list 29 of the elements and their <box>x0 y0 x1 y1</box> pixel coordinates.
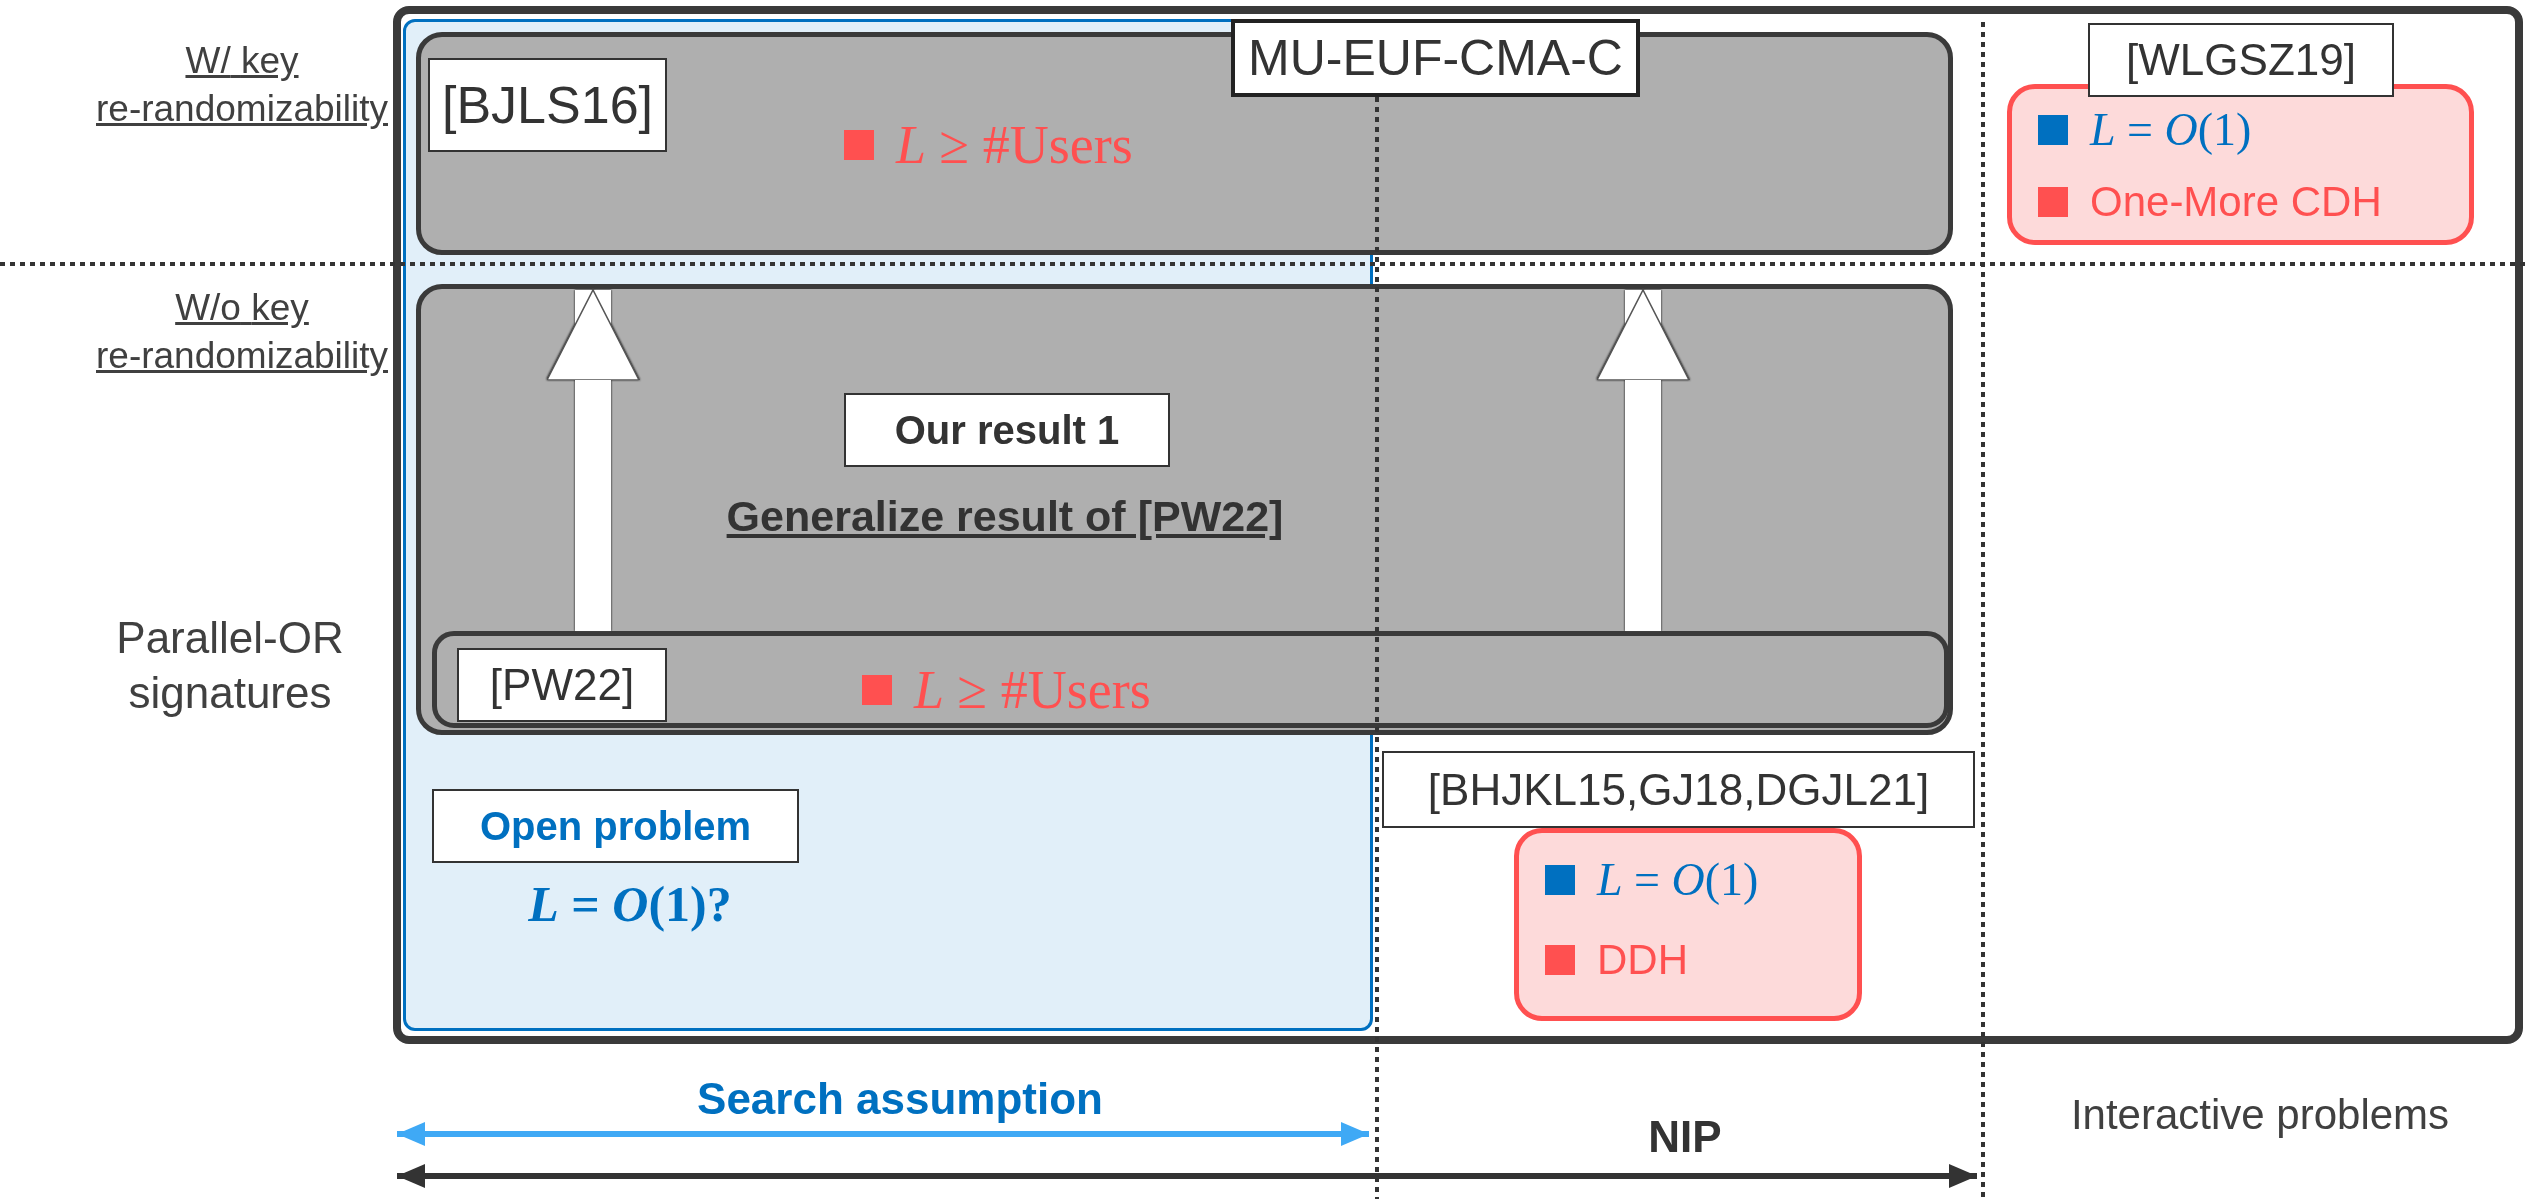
result-box <box>844 393 1170 467</box>
citation-label: [BJLS16] <box>428 58 667 152</box>
formula: L = O(1) <box>2090 107 2252 153</box>
group-box <box>432 631 1949 728</box>
citation-label: [BHJKL15,GJ18,DGJL21] <box>1382 751 1975 828</box>
citation-label: [WLGSZ19] <box>2088 23 2394 97</box>
assumption-text: DDH <box>1597 939 1688 981</box>
outer-frame <box>393 6 2523 1044</box>
axis-label: Interactive problems <box>2069 1089 2451 1140</box>
axis-label: Parallel-OR signatures <box>115 612 345 719</box>
title-text: Open problem <box>479 803 752 850</box>
group-box <box>416 284 1953 735</box>
assumption-text: One-More CDH <box>2090 181 2382 223</box>
block-arrow <box>546 289 640 631</box>
formula: L ≥ #Users <box>914 663 1151 717</box>
formula: L ≥ #Users <box>896 118 1133 172</box>
axis-label: W/o key re-randomizability <box>95 285 389 378</box>
block-arrow <box>1596 289 1690 631</box>
citation-label: [PW22] <box>457 648 667 722</box>
axis-label: Search assumption <box>696 1073 1104 1125</box>
group-box <box>416 32 1953 255</box>
formula: L = O(1)? <box>527 874 733 934</box>
axis-label: W/ key re-randomizability <box>95 38 389 131</box>
title-box <box>1231 19 1640 97</box>
result-title: Our result 1 <box>894 407 1120 454</box>
axis-label: NIP <box>1647 1111 1723 1163</box>
title-text: MU-EUF-CMA-C <box>1248 28 1623 88</box>
result-description: Generalize result of [PW22] <box>725 490 1285 542</box>
formula: L = O(1) <box>1597 857 1759 903</box>
